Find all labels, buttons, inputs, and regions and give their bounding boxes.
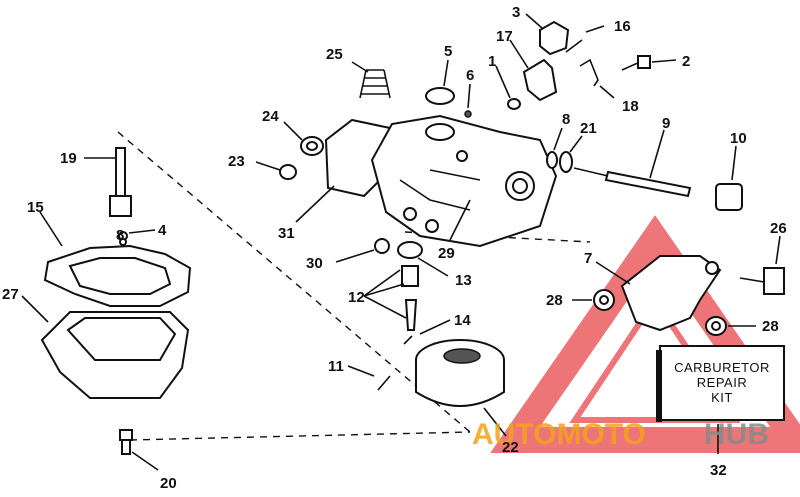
label-23: 23 (228, 153, 245, 170)
part-2-screw (621, 55, 677, 71)
label-32: 32 (710, 462, 727, 479)
kit-line-1: CARBURETOR (674, 360, 770, 375)
label-2: 2 (682, 53, 690, 70)
part-24-ring (283, 121, 324, 156)
carburetor-body (370, 114, 558, 248)
label-31: 31 (278, 225, 295, 242)
label-14: 14 (454, 312, 471, 329)
part-18-clip (579, 58, 615, 99)
label-3: 3 (512, 4, 520, 21)
label-30: 30 (306, 255, 323, 272)
part-20-screw (119, 429, 159, 471)
part-3-knob (525, 13, 570, 56)
part-14-pin (403, 319, 451, 345)
label-12: 12 (348, 289, 365, 306)
part-8-21-washers (546, 127, 583, 173)
label-16: 16 (614, 18, 631, 35)
part-30-nut (335, 238, 390, 263)
part-9-needle (573, 129, 692, 198)
label-8b: 8 (116, 227, 124, 244)
label-5: 5 (444, 43, 452, 60)
part-4 (118, 229, 156, 246)
label-13: 13 (455, 272, 472, 289)
part-29-leader (449, 199, 471, 241)
part-27-float-bowl (21, 295, 190, 399)
label-17: 17 (496, 28, 513, 45)
part-22-float (415, 339, 507, 437)
label-7: 7 (584, 250, 592, 267)
part-28-bushings (572, 289, 756, 336)
part-7-bracket (595, 255, 722, 332)
kit-line-3: KIT (711, 390, 733, 405)
label-10: 10 (730, 130, 747, 147)
label-28a: 28 (546, 292, 563, 309)
label-29: 29 (438, 245, 455, 262)
label-4: 4 (158, 222, 167, 239)
label-11: 11 (328, 358, 344, 375)
part-26-bolt (739, 235, 785, 295)
part-12-needle-seat (363, 265, 419, 331)
part-15-gasket (39, 211, 192, 307)
part-11-pin (347, 365, 391, 391)
repair-kit-box: CARBURETOR REPAIR KIT (656, 345, 785, 454)
label-9: 9 (662, 115, 670, 132)
label-26: 26 (770, 220, 787, 237)
part-labels: 1 2 3 4 5 6 7 8 8 9 10 11 12 13 14 15 16… (2, 4, 787, 492)
label-20: 20 (160, 475, 177, 492)
part-23-washer (255, 161, 297, 180)
label-8a: 8 (562, 111, 570, 128)
part-5-plug (425, 59, 455, 105)
part-19-screw (84, 147, 132, 217)
watermark-part2: HUB (704, 418, 769, 451)
part-16-screw (565, 25, 605, 53)
label-22: 22 (502, 439, 519, 456)
part-6-ball (464, 83, 472, 118)
label-28b: 28 (762, 318, 779, 335)
label-24: 24 (262, 108, 279, 125)
watermark-part1: AUTOMOTO (472, 418, 646, 451)
part-17-lever (509, 39, 558, 102)
label-21: 21 (580, 120, 597, 137)
part-10-nut (715, 145, 743, 211)
label-25: 25 (326, 46, 343, 63)
kit-line-2: REPAIR (697, 375, 747, 390)
watermark-text: AUTOMOTO HUB (472, 418, 769, 451)
part-25-spring (351, 61, 391, 99)
part-13-seat (397, 241, 449, 277)
label-1: 1 (488, 53, 496, 70)
label-15: 15 (27, 199, 44, 216)
part-1 (495, 65, 521, 110)
label-6: 6 (466, 67, 474, 84)
label-27: 27 (2, 286, 19, 303)
label-18: 18 (622, 98, 639, 115)
label-19: 19 (60, 150, 77, 167)
